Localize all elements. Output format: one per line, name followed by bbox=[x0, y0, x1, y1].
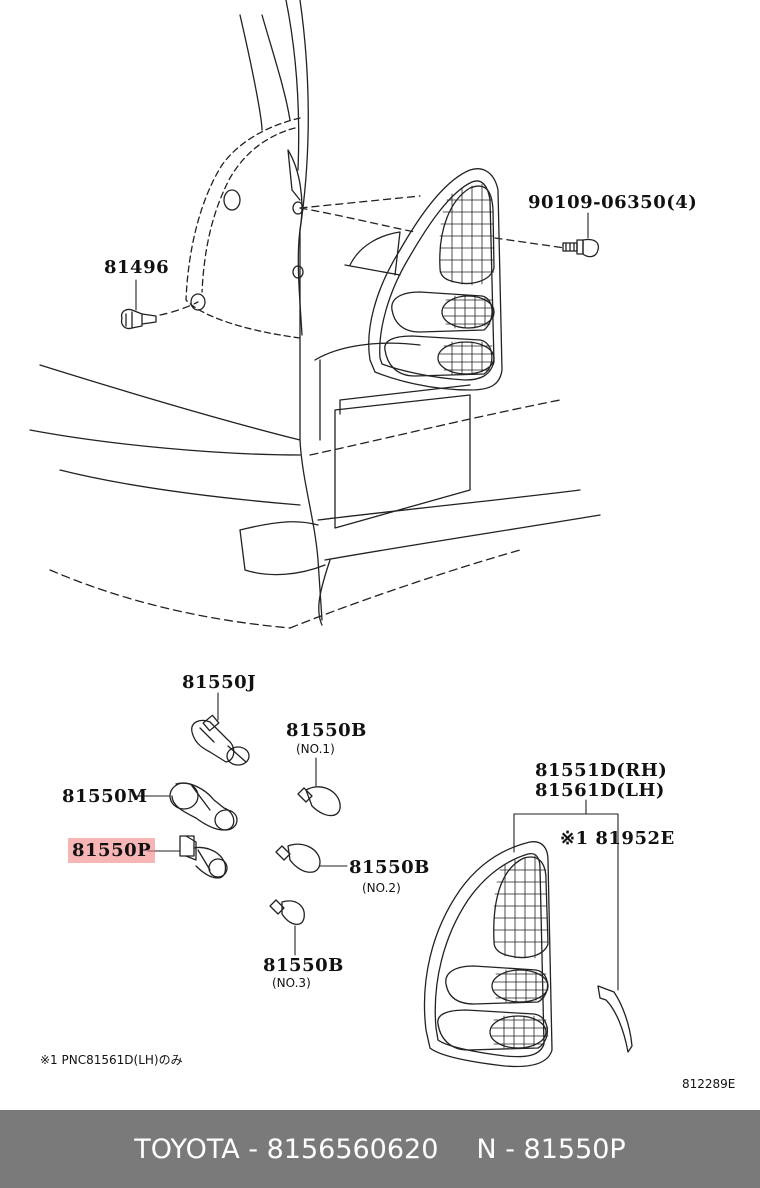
tail-lamp-assembly bbox=[424, 842, 552, 1067]
diagram-code: 812289E bbox=[682, 1077, 736, 1091]
label-clip-part[interactable]: 81496 bbox=[104, 257, 170, 278]
label-socket-j[interactable]: 81550J bbox=[182, 672, 257, 693]
footer-bar: TOYOTA - 8156560620 N - 81550P bbox=[0, 1110, 760, 1188]
footer-brand: TOYOTA bbox=[134, 1133, 240, 1165]
footer-n-prefix: N bbox=[476, 1133, 497, 1165]
label-lamp-lh[interactable]: 81561D(LH) bbox=[535, 780, 665, 801]
footer-n-part: 81550P bbox=[523, 1133, 626, 1165]
label-bulb-b2[interactable]: 81550B bbox=[349, 857, 430, 878]
label-bulb-b2-note: (NO.2) bbox=[362, 881, 401, 895]
socket-j-icon bbox=[192, 715, 249, 765]
clip-icon bbox=[122, 309, 156, 328]
label-socket-p[interactable]: 81550P bbox=[68, 838, 156, 863]
lamp-bracket bbox=[514, 800, 618, 990]
bolt-icon bbox=[563, 239, 598, 256]
parts-diagram: 90109-06350(4) 81496 81550J 81550B (NO.1… bbox=[0, 0, 760, 1110]
bulb-no3-icon bbox=[270, 900, 304, 924]
label-bulb-b1[interactable]: 81550B bbox=[286, 720, 367, 741]
footer-separator-1: - bbox=[239, 1133, 267, 1165]
bulb-no1-icon bbox=[298, 787, 340, 816]
gasket-icon bbox=[598, 986, 632, 1052]
footer-part-number: 8156560620 bbox=[266, 1133, 439, 1165]
vehicle-body-outline bbox=[30, 0, 600, 628]
label-gasket-part[interactable]: ※1 81952E bbox=[560, 828, 675, 849]
socket-p-icon bbox=[180, 836, 227, 878]
footer-separator-2: - bbox=[496, 1133, 524, 1165]
mounting-leaders bbox=[160, 196, 565, 315]
socket-m-icon bbox=[170, 783, 237, 830]
diagram-drawing bbox=[0, 0, 760, 1110]
footnote: ※1 PNC81561D(LH)のみ bbox=[40, 1053, 183, 1067]
label-bulb-b3-note: (NO.3) bbox=[272, 976, 311, 990]
label-bulb-b3[interactable]: 81550B bbox=[263, 955, 344, 976]
tail-lamp-installed bbox=[369, 169, 502, 390]
label-lamp-rh[interactable]: 81551D(RH) bbox=[535, 760, 668, 781]
label-bulb-b1-note: (NO.1) bbox=[296, 742, 335, 756]
label-socket-m[interactable]: 81550M bbox=[62, 786, 148, 807]
label-bolt-part[interactable]: 90109-06350(4) bbox=[528, 192, 698, 213]
bulb-no2-icon bbox=[276, 844, 320, 872]
